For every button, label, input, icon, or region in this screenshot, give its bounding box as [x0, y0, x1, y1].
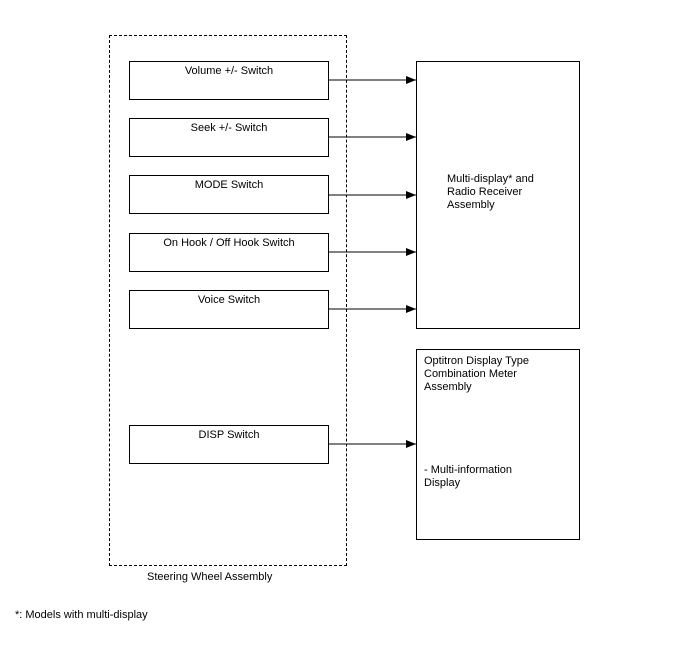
volume-switch-label: Volume +/- Switch	[184, 65, 274, 77]
steering-wheel-assembly-label: Steering Wheel Assembly	[147, 571, 273, 583]
multi-display-assembly-box: Multi-display* and Radio Receiver Assemb…	[416, 61, 580, 329]
seek-switch-label: Seek +/- Switch	[190, 122, 268, 134]
combination-meter-box: Optitron Display Type Combination Meter …	[416, 349, 580, 540]
steering-wheel-assembly-boundary	[109, 35, 347, 566]
hook-switch-box: On Hook / Off Hook Switch	[129, 233, 329, 272]
multi-information-display-label: - Multi-information Display	[424, 464, 513, 489]
disp-switch-label: DISP Switch	[198, 429, 260, 441]
voice-switch-label: Voice Switch	[197, 294, 261, 306]
seek-switch-box: Seek +/- Switch	[129, 118, 329, 157]
mode-switch-label: MODE Switch	[194, 179, 264, 191]
combination-meter-title: Optitron Display Type Combination Meter …	[424, 355, 529, 393]
multi-display-assembly-label: Multi-display* and Radio Receiver Assemb…	[447, 173, 534, 211]
hook-switch-label: On Hook / Off Hook Switch	[163, 237, 295, 249]
volume-switch-box: Volume +/- Switch	[129, 61, 329, 100]
voice-switch-box: Voice Switch	[129, 290, 329, 329]
mode-switch-box: MODE Switch	[129, 175, 329, 214]
disp-switch-box: DISP Switch	[129, 425, 329, 464]
footnote: *: Models with multi-display	[15, 609, 148, 621]
